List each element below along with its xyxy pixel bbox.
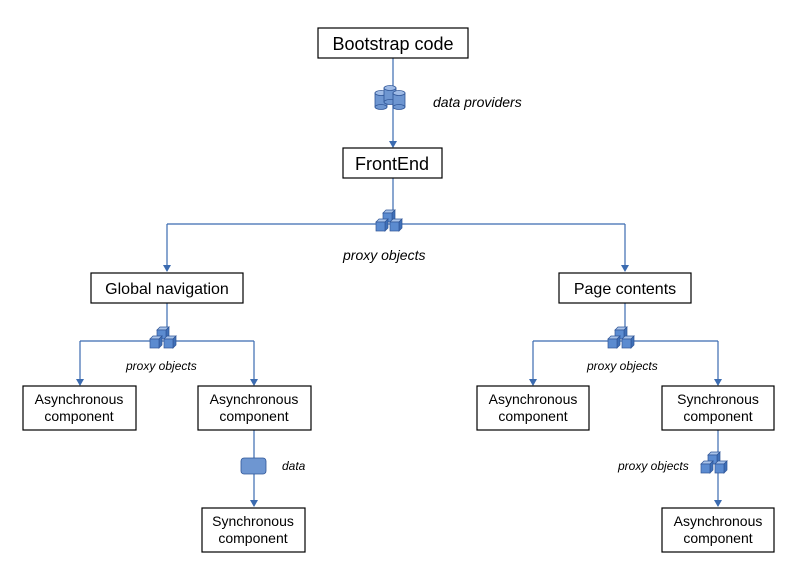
annotation-proxy-objects-page-contents: proxy objects [586,359,658,373]
node-gn-sync-bottom-line1: Synchronous [212,513,294,529]
node-pc-async-bottom: Asynchronous component [661,507,775,553]
cubes-icon-main [375,209,403,232]
node-global-navigation-label: Global navigation [105,281,229,298]
node-pc-async-left-line2: component [498,408,567,424]
node-pc-sync-right-line2: component [683,408,752,424]
data-block-icon [240,457,267,475]
annotation-proxy-objects-pc-bottom: proxy objects [617,459,689,473]
cubes-icon-pc-bottom [700,451,728,474]
node-frontend-label: FrontEnd [355,154,429,174]
node-pc-async-left-line1: Asynchronous [489,391,578,407]
node-global-navigation: Global navigation [90,272,244,304]
cubes-icon-page-contents [607,326,635,349]
node-page-contents-label: Page contents [574,281,676,298]
node-gn-async-right: Asynchronous component [197,385,312,431]
node-gn-async-right-line2: component [219,408,288,424]
node-gn-async-left-line2: component [44,408,113,424]
node-page-contents: Page contents [558,272,692,304]
node-frontend: FrontEnd [342,147,443,179]
node-gn-async-left: Asynchronous component [22,385,137,431]
node-gn-sync-bottom: Synchronous component [201,507,306,553]
node-bootstrap-code-label: Bootstrap code [332,34,453,54]
annotation-proxy-objects-main: proxy objects [342,247,425,263]
cubes-icon-global-nav [149,326,177,349]
node-gn-async-right-line1: Asynchronous [210,391,299,407]
node-pc-async-bottom-line2: component [683,530,752,546]
node-pc-sync-right: Synchronous component [661,385,775,431]
annotation-data: data [282,459,306,473]
node-pc-sync-right-line1: Synchronous [677,391,759,407]
node-bootstrap-code: Bootstrap code [317,27,469,59]
node-gn-sync-bottom-line2: component [218,530,287,546]
annotation-data-providers: data providers [433,94,522,110]
node-pc-async-left: Asynchronous component [476,385,590,431]
database-cylinders-icon [374,85,406,110]
annotation-proxy-objects-global-nav: proxy objects [125,359,197,373]
node-gn-async-left-line1: Asynchronous [35,391,124,407]
node-pc-async-bottom-line1: Asynchronous [674,513,763,529]
